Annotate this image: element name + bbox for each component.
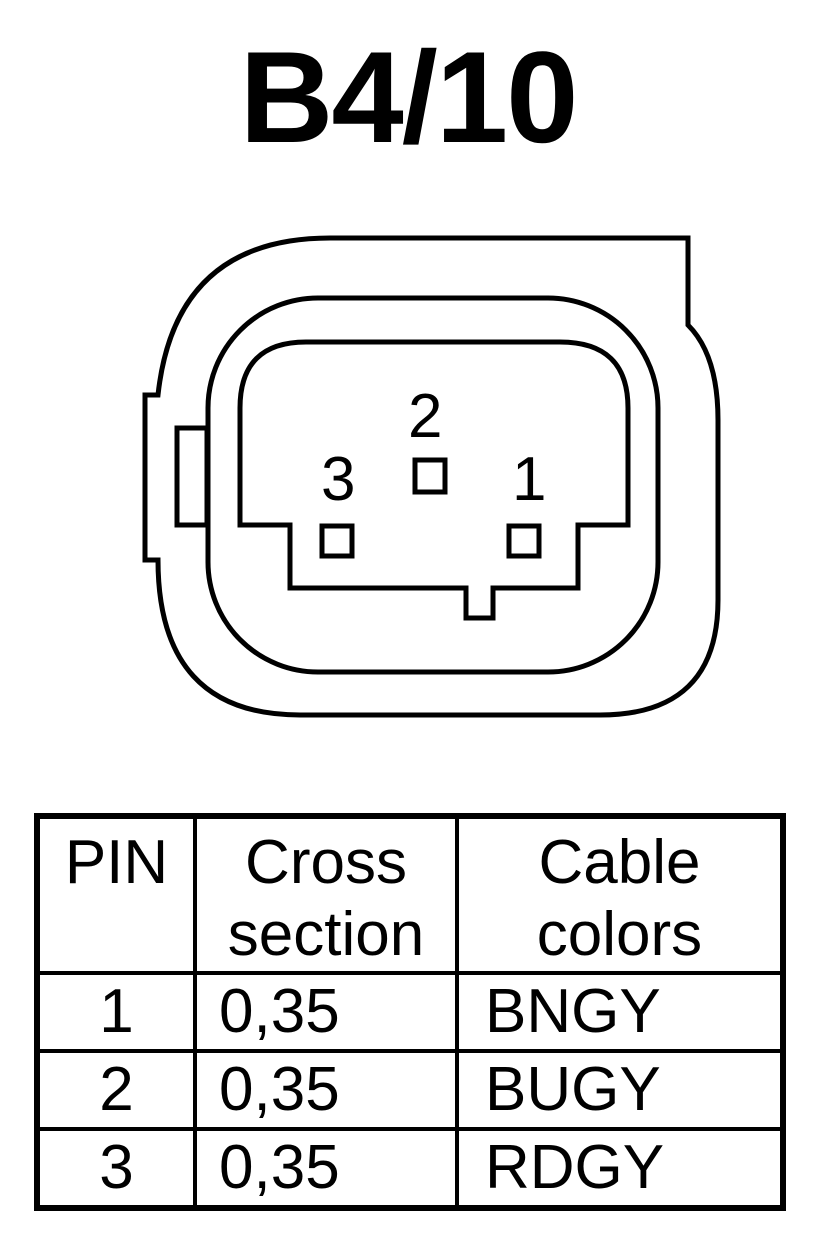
header-cross-section-line-1: Cross <box>245 828 407 897</box>
header-pin-label: PIN <box>64 828 169 897</box>
table-row: 1 0,35 BNGY <box>35 971 785 1053</box>
row-cable-color: RDGY <box>455 1127 785 1210</box>
row-cross-section: 0,35 <box>193 971 459 1053</box>
row-cable-color: BNGY <box>455 971 785 1053</box>
pin-2-contact <box>412 457 448 495</box>
row-pin: 3 <box>35 1127 197 1210</box>
header-cable-colors: Cable colors <box>455 814 785 975</box>
pin-table-header-row: PIN Cross section Cable colors <box>35 814 785 975</box>
connector-socket-outline <box>237 339 631 621</box>
pin-table: PIN Cross section Cable colors 1 0,35 BN… <box>34 813 786 1211</box>
row-pin: 2 <box>35 1049 197 1131</box>
connector-housing-outline <box>142 235 721 718</box>
pin-1-contact <box>506 523 542 559</box>
header-cable-colors-line-2: colors <box>536 900 703 969</box>
pin-2-label: 2 <box>408 382 442 451</box>
header-cable-colors-line-1: Cable <box>538 828 701 897</box>
table-row: 2 0,35 BUGY <box>35 1049 785 1131</box>
connector-title: B4/10 <box>239 24 579 170</box>
connector-diagram: 1 2 3 <box>142 235 721 718</box>
row-pin: 1 <box>35 971 197 1053</box>
pin-3-contact <box>319 523 355 559</box>
pin-3-label: 3 <box>321 445 355 514</box>
pin-1-label: 1 <box>512 445 546 514</box>
row-cross-section: 0,35 <box>193 1049 459 1131</box>
header-cross-section: Cross section <box>193 814 459 975</box>
connector-inner-ring <box>205 295 661 675</box>
header-pin: PIN <box>35 814 197 975</box>
header-cross-section-line-2: section <box>227 900 425 969</box>
table-row: 3 0,35 RDGY <box>35 1127 785 1210</box>
row-cross-section: 0,35 <box>193 1127 459 1210</box>
connector-latch-tab <box>174 425 210 528</box>
row-cable-color: BUGY <box>455 1049 785 1131</box>
